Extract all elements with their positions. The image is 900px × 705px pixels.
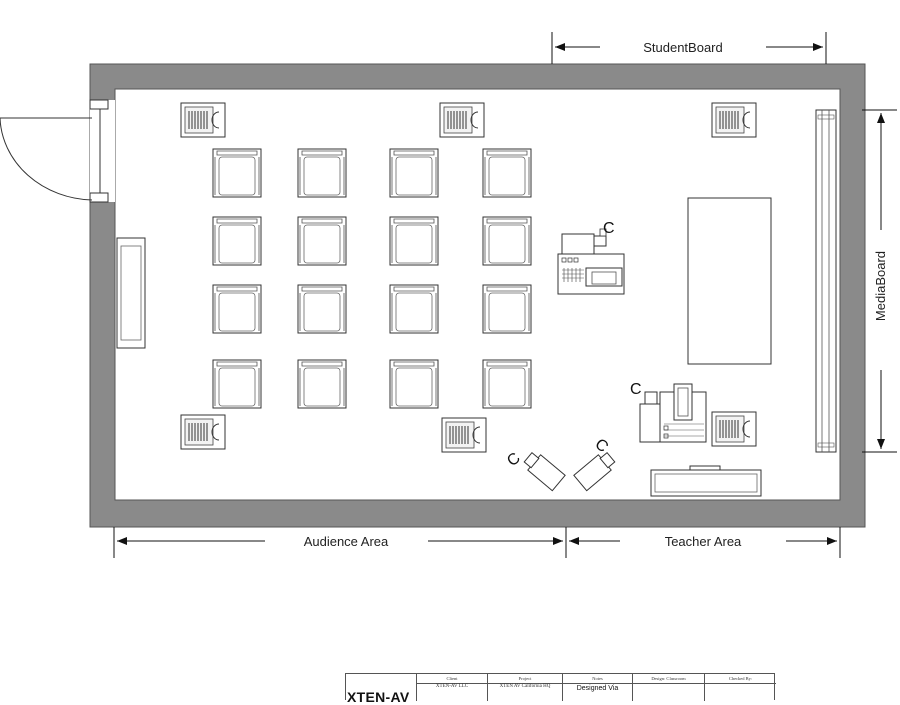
entrance-door[interactable] xyxy=(0,99,109,203)
chair xyxy=(389,148,439,198)
dimension-audience-area: Audience Area xyxy=(113,527,567,558)
teacher-table xyxy=(687,197,772,365)
ceiling-speaker xyxy=(711,411,757,447)
chair xyxy=(297,359,347,409)
chair xyxy=(482,284,532,334)
student-board-label: StudentBoard xyxy=(643,40,723,55)
project-header: Project xyxy=(488,674,562,684)
media-board-label: MediaBoard xyxy=(873,251,888,321)
av-equipment-rack xyxy=(557,228,625,295)
chair xyxy=(212,148,262,198)
client-value: XTEN-AV LLC xyxy=(435,684,469,689)
side-cabinet xyxy=(116,237,146,349)
teacher-desk xyxy=(650,465,762,497)
title-block-design: Design: Classroom xyxy=(632,674,704,701)
company-logo: XTEN-AV xyxy=(346,674,416,705)
logo-text: XTEN-AV xyxy=(347,689,410,705)
chair xyxy=(212,359,262,409)
project-value: XTEN AV California HQ xyxy=(499,684,551,689)
checked-by-header: Checked By: xyxy=(705,674,776,684)
chair xyxy=(212,216,262,266)
dimension-student-board: StudentBoard xyxy=(551,32,827,64)
notes-value: Designed Via xyxy=(576,685,619,692)
audience-area-label: Audience Area xyxy=(304,534,389,549)
ceiling-speaker xyxy=(180,414,226,450)
ceiling-speaker xyxy=(180,102,226,138)
title-block-project: Project XTEN AV California HQ xyxy=(487,674,562,701)
ceiling-speaker xyxy=(711,102,757,138)
title-block-checked-by: Checked By: xyxy=(704,674,776,701)
dimension-media-board: MediaBoard xyxy=(862,109,897,453)
camera-label: C xyxy=(591,436,611,456)
client-header: Client xyxy=(417,674,487,684)
teacher-area-label: Teacher Area xyxy=(665,534,742,549)
camera xyxy=(573,451,616,492)
media-board xyxy=(815,109,837,453)
design-header: Design: Classroom xyxy=(633,674,704,684)
title-block-notes: Notes Designed Via xyxy=(562,674,632,701)
camera xyxy=(523,451,566,492)
notes-header: Notes xyxy=(563,674,632,684)
chair xyxy=(482,359,532,409)
chair xyxy=(389,359,439,409)
title-block-client: Client XTEN-AV LLC xyxy=(416,674,487,701)
chair xyxy=(389,284,439,334)
chair xyxy=(297,284,347,334)
teacher-av-rack xyxy=(639,383,707,443)
chair xyxy=(297,216,347,266)
ceiling-speaker xyxy=(439,102,485,138)
camera-label: C xyxy=(630,381,642,398)
chair xyxy=(389,216,439,266)
chair xyxy=(482,216,532,266)
chair xyxy=(482,148,532,198)
ceiling-speaker xyxy=(441,417,487,453)
room-walls xyxy=(89,63,866,528)
dimension-teacher-area: Teacher Area xyxy=(569,527,841,558)
chair xyxy=(297,148,347,198)
camera-label: C xyxy=(504,450,524,470)
chair xyxy=(212,284,262,334)
title-block: XTEN-AV Client XTEN-AV LLC Project XTEN … xyxy=(345,673,776,705)
camera-label: C xyxy=(603,220,615,237)
